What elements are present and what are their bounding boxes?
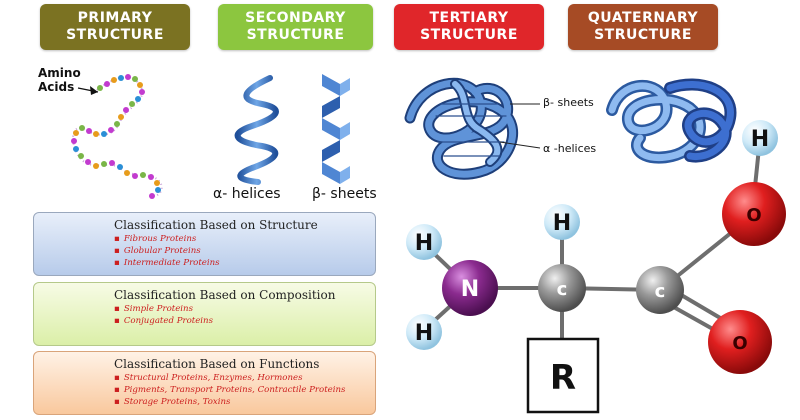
tertiary-structure-header: TERTIARY STRUCTURE — [394, 4, 544, 50]
oxygen-carbonyl-atom — [708, 310, 772, 374]
quaternary-protein-drawing — [606, 78, 737, 164]
hydrogen-alpha-atom — [544, 204, 580, 240]
carbon-alpha-atom — [538, 264, 586, 312]
tertiary-protein-drawing — [404, 77, 519, 180]
composition-classification-list: Simple Proteins Conjugated Proteins — [114, 303, 213, 327]
oxygen-hydroxyl-label: O — [746, 205, 761, 226]
beta-sheets-label: β- sheets — [312, 186, 377, 202]
list-item: Conjugated Proteins — [114, 315, 213, 327]
carbon-alpha-label: c — [557, 279, 568, 300]
r-group-label: R — [550, 358, 576, 398]
tertiary-beta-sheets-label: β- sheets — [543, 96, 594, 109]
carbon-carboxyl-atom — [636, 266, 684, 314]
list-item: Storage Proteins, Toxins — [114, 396, 345, 408]
h-alpha-label: H — [553, 211, 571, 236]
oxygen-hydroxyl-atom — [722, 182, 786, 246]
list-item: Pigments, Transport Proteins, Contractil… — [114, 384, 346, 396]
composition-classification-title: Classification Based on Composition — [114, 288, 336, 302]
amino-acid-chain — [71, 74, 163, 199]
list-item: Fibrous Proteins — [114, 233, 220, 245]
list-item: Structural Proteins, Enzymes, Hormones — [114, 372, 345, 384]
hydrogen-amino-top-atom — [406, 224, 442, 260]
functions-classification-list: Structural Proteins, Enzymes, Hormones P… — [114, 372, 346, 408]
amino-acids-label: Amino Acids — [38, 66, 81, 94]
h-hydroxyl-label: H — [751, 127, 769, 152]
hydrogen-amino-bottom-atom — [406, 314, 442, 350]
h-amino-top-label: H — [415, 231, 433, 256]
r-group-box — [526, 337, 600, 414]
alpha-helices-label: α- helices — [213, 186, 281, 202]
list-item: Intermediate Proteins — [114, 257, 220, 269]
atoms — [406, 120, 786, 374]
secondary-structure-label: SECONDARY STRUCTURE — [245, 10, 346, 43]
structure-classification-panel: Classification Based on Structure Fibrou… — [33, 212, 376, 276]
tertiary-alpha-helices-label: α -helices — [543, 142, 597, 155]
nitrogen-atom — [442, 260, 498, 316]
structure-classification-title: Classification Based on Structure — [114, 218, 318, 232]
hydrogen-hydroxyl-atom — [742, 120, 778, 156]
quaternary-structure-header: QUATERNARY STRUCTURE — [568, 4, 718, 50]
nitrogen-label: N — [461, 277, 479, 302]
list-item: Globular Proteins — [114, 245, 220, 257]
beta-sheet-drawing — [322, 74, 350, 184]
tertiary-structure-label: TERTIARY STRUCTURE — [420, 10, 518, 43]
primary-structure-header: PRIMARY STRUCTURE — [40, 4, 190, 50]
functions-classification-title: Classification Based on Functions — [114, 357, 320, 371]
composition-classification-panel: Classification Based on Composition Simp… — [33, 282, 376, 346]
list-item: Simple Proteins — [114, 303, 213, 315]
alpha-helix-drawing — [234, 75, 279, 185]
functions-classification-panel: Classification Based on Functions Struct… — [33, 351, 376, 415]
carbon-carboxyl-label: c — [655, 281, 666, 302]
amino-acid-beads — [71, 74, 161, 199]
quaternary-structure-label: QUATERNARY STRUCTURE — [587, 10, 699, 43]
oxygen-carbonyl-label: O — [732, 333, 747, 354]
structure-classification-list: Fibrous Proteins Globular Proteins Inter… — [114, 233, 220, 269]
primary-structure-label: PRIMARY STRUCTURE — [66, 10, 164, 43]
secondary-structure-header: SECONDARY STRUCTURE — [218, 4, 373, 50]
h-amino-bottom-label: H — [415, 321, 433, 346]
